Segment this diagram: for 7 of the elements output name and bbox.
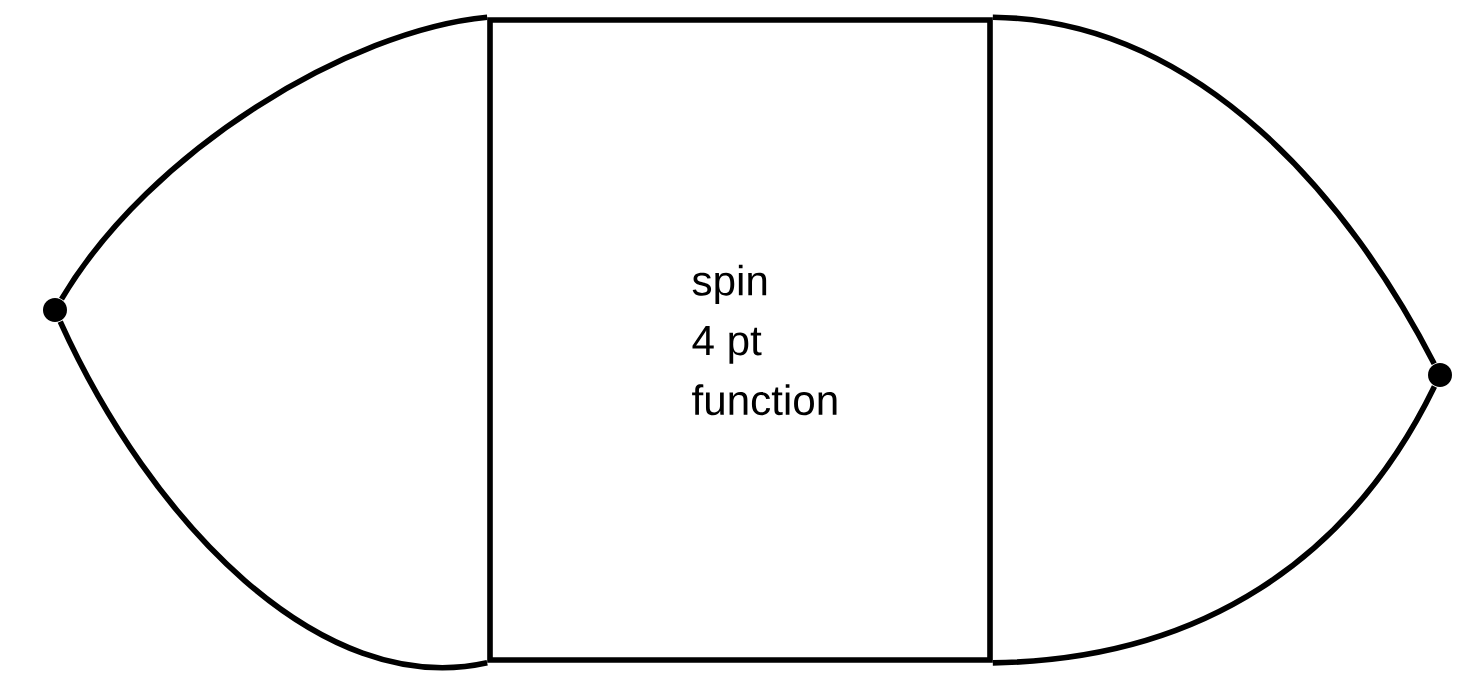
propagator-line <box>992 385 1437 666</box>
function-box: spin 4 pt function <box>487 17 993 663</box>
propagator-line <box>992 14 1437 366</box>
vertex-dot <box>43 298 67 322</box>
vertex-dot <box>1428 363 1452 387</box>
propagator-line <box>57 320 488 671</box>
propagator-line <box>59 14 488 301</box>
